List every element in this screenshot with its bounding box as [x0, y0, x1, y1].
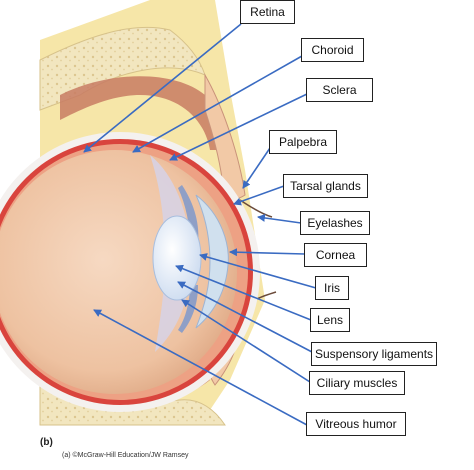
upper-eyelash — [239, 199, 273, 218]
ciliary-muscles-label: Ciliary muscles — [309, 371, 405, 395]
iris-label: Iris — [315, 276, 349, 300]
iris-arrow — [199, 253, 317, 289]
choroid-label: Choroid — [301, 38, 364, 62]
leader-lines — [83, 23, 317, 426]
image-credit: (a) ©McGraw-Hill Education/JW Ramsey — [62, 452, 189, 459]
palpebra-label: Palpebra — [269, 130, 337, 154]
eyelashes-arrow — [257, 214, 302, 224]
vitreous-humor-arrow — [93, 309, 308, 426]
vitreous-body — [0, 150, 237, 394]
cornea-shape — [195, 194, 229, 329]
suspensory-ligaments-label: Suspensory ligaments — [311, 342, 437, 366]
cornea-label: Cornea — [304, 243, 367, 267]
palpebra-arrow — [242, 147, 271, 189]
lens-label: Lens — [310, 308, 350, 332]
upper-muscle — [60, 76, 222, 150]
retina-arrow — [83, 23, 242, 153]
iris-lower-shape — [178, 285, 198, 333]
tarsal-glands-arrow — [233, 185, 285, 206]
vitreous-humor-label: Vitreous humor — [306, 412, 406, 436]
tarsal-glands-label: Tarsal glands — [283, 174, 368, 198]
lens-shape — [152, 215, 202, 301]
eyelashes-label: Eyelashes — [300, 211, 370, 235]
cornea-arrow — [229, 248, 306, 257]
sclera-label: Sclera — [306, 78, 373, 102]
choroid-arrow — [132, 55, 303, 153]
ciliary-muscles-arrow — [181, 299, 311, 383]
sclera-arrow — [169, 93, 308, 161]
lens-arrow — [175, 264, 312, 321]
retina-label: Retina — [240, 0, 295, 24]
figure-part-letter: (b) — [40, 437, 53, 448]
suspensory-ligaments-arrow — [177, 281, 313, 353]
